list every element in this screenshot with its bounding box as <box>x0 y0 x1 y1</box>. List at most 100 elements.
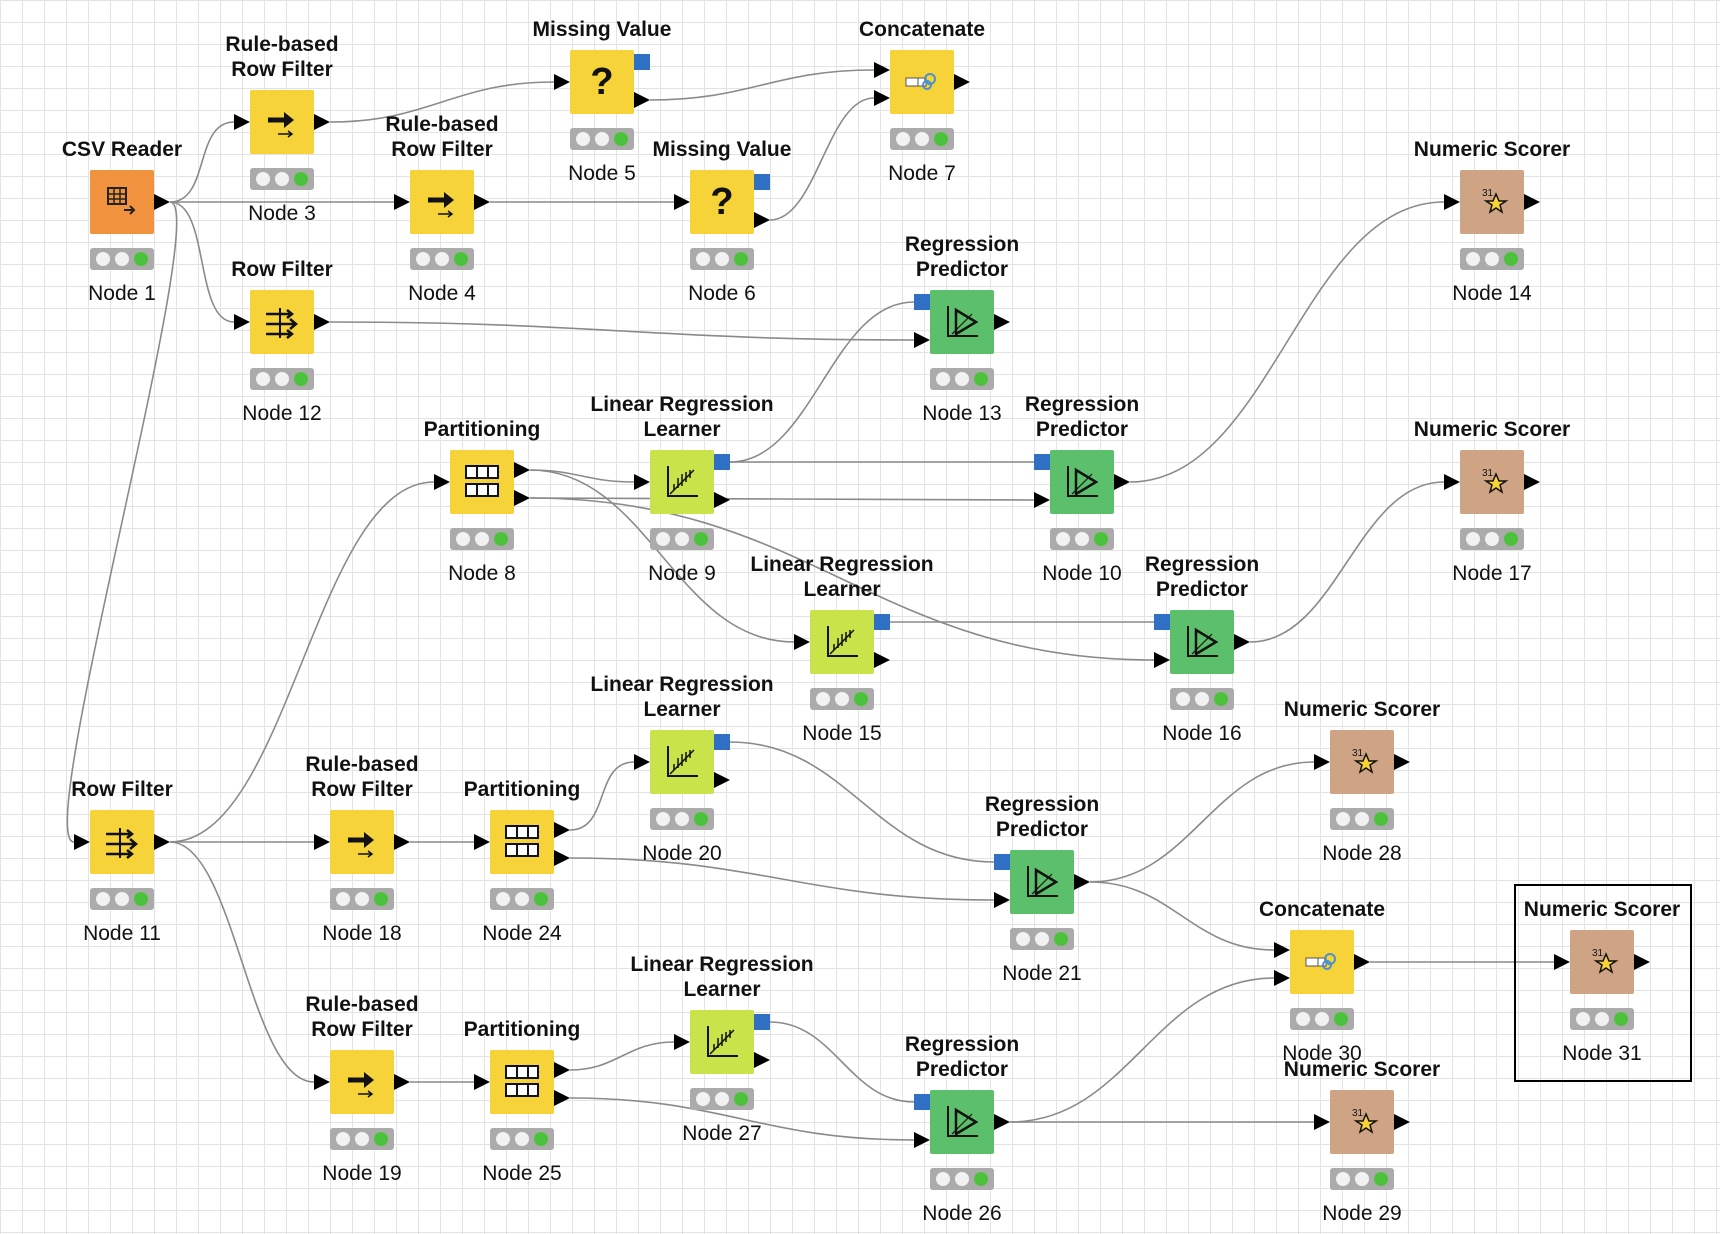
arrow-right-icon[interactable] <box>330 810 394 874</box>
scorer-star-icon[interactable]: 31 <box>1330 1090 1394 1154</box>
node-label[interactable]: Node 11 <box>83 922 161 945</box>
node-title[interactable]: Rule-based Row Filter <box>305 993 419 1041</box>
node-title[interactable]: Regression Predictor <box>1144 553 1260 601</box>
input-port[interactable] <box>1314 1114 1330 1130</box>
model-output-port[interactable] <box>714 454 730 470</box>
node-label[interactable]: Node 7 <box>888 162 956 185</box>
output-port[interactable] <box>554 822 570 838</box>
output-port[interactable] <box>314 314 330 330</box>
node-label[interactable]: Node 9 <box>648 562 716 585</box>
arrow-right-icon[interactable] <box>410 170 474 234</box>
node-label[interactable]: Node 30 <box>1282 1042 1362 1065</box>
node-label[interactable]: Node 14 <box>1452 282 1532 305</box>
output-port[interactable] <box>714 492 730 508</box>
output-port[interactable] <box>1524 474 1540 490</box>
input-port[interactable] <box>1154 652 1170 668</box>
question-mark-icon[interactable]: ? <box>570 50 634 114</box>
connection-n24-n20[interactable] <box>569 761 635 831</box>
output-port[interactable] <box>394 834 410 850</box>
learner-chart-icon[interactable] <box>690 1010 754 1074</box>
predictor-icon[interactable] <box>930 290 994 354</box>
node-title[interactable]: Numeric Scorer <box>1283 698 1441 721</box>
output-port[interactable] <box>714 772 730 788</box>
output-port[interactable] <box>514 462 530 478</box>
node-title[interactable]: Linear Regression Learner <box>630 953 814 1001</box>
input-port[interactable] <box>914 332 930 348</box>
connection-n8-n15[interactable] <box>529 469 795 643</box>
connection-n11-n19[interactable] <box>169 841 315 1083</box>
arrow-right-icon[interactable] <box>250 90 314 154</box>
node-label[interactable]: Node 17 <box>1452 562 1532 585</box>
output-port[interactable] <box>1074 874 1090 890</box>
connection-n21-n30[interactable] <box>1089 881 1275 951</box>
node-label[interactable]: Node 1 <box>88 282 156 305</box>
learner-chart-icon[interactable] <box>650 450 714 514</box>
node-label[interactable]: Node 4 <box>408 282 476 305</box>
input-port[interactable] <box>634 754 650 770</box>
output-port[interactable] <box>994 1114 1010 1130</box>
node-title[interactable]: Partitioning <box>463 1018 581 1041</box>
output-port[interactable] <box>314 114 330 130</box>
connection-n9-n13[interactable] <box>729 301 915 463</box>
node-label[interactable]: Node 20 <box>642 842 722 865</box>
connection-n25-n27[interactable] <box>569 1041 675 1071</box>
node-label[interactable]: Node 3 <box>248 202 316 225</box>
connection-n26-n30[interactable] <box>1009 977 1275 1123</box>
partition-icon[interactable] <box>490 1050 554 1114</box>
connection-n1-n12[interactable] <box>169 201 235 323</box>
row-filter-icon[interactable] <box>250 290 314 354</box>
scorer-star-icon[interactable]: 31 <box>1570 930 1634 994</box>
question-mark-icon[interactable]: ? <box>690 170 754 234</box>
connection-n1-n3[interactable] <box>169 121 235 203</box>
partition-icon[interactable] <box>450 450 514 514</box>
node-title[interactable]: Concatenate <box>1258 898 1386 921</box>
node-title[interactable]: Missing Value <box>532 18 672 41</box>
node-title[interactable]: Numeric Scorer <box>1413 138 1571 161</box>
scorer-star-icon[interactable]: 31 <box>1460 450 1524 514</box>
node-label[interactable]: Node 29 <box>1322 1202 1402 1225</box>
input-port[interactable] <box>874 62 890 78</box>
node-label[interactable]: Node 26 <box>922 1202 1002 1225</box>
input-port[interactable] <box>1554 954 1570 970</box>
input-port[interactable] <box>314 1074 330 1090</box>
output-port[interactable] <box>634 92 650 108</box>
predictor-icon[interactable] <box>1010 850 1074 914</box>
input-port[interactable] <box>794 634 810 650</box>
output-port[interactable] <box>154 194 170 210</box>
connection-n16-n17[interactable] <box>1249 481 1445 643</box>
output-port[interactable] <box>954 74 970 90</box>
connection-n8-n10[interactable] <box>529 497 1035 501</box>
node-label[interactable]: Node 5 <box>568 162 636 185</box>
connection-n11-n8[interactable] <box>169 481 435 843</box>
connection-n1-n11[interactable] <box>66 201 178 843</box>
predictor-icon[interactable] <box>1170 610 1234 674</box>
output-port[interactable] <box>474 194 490 210</box>
row-filter-icon[interactable] <box>90 810 154 874</box>
input-port[interactable] <box>1274 942 1290 958</box>
node-title[interactable]: Partitioning <box>423 418 541 441</box>
output-port[interactable] <box>1354 954 1370 970</box>
node-title[interactable]: Regression Predictor <box>904 1033 1020 1081</box>
output-port[interactable] <box>1114 474 1130 490</box>
node-label[interactable]: Node 15 <box>802 722 882 745</box>
scorer-star-icon[interactable]: 31 <box>1330 730 1394 794</box>
input-port[interactable] <box>1444 474 1460 490</box>
node-label[interactable]: Node 16 <box>1162 722 1242 745</box>
node-title[interactable]: Concatenate <box>858 18 986 41</box>
node-title[interactable]: Regression Predictor <box>904 233 1020 281</box>
connection-n27-n26[interactable] <box>769 1021 915 1103</box>
input-port[interactable] <box>1274 970 1290 986</box>
model-output-port[interactable] <box>754 1014 770 1030</box>
input-port[interactable] <box>674 1034 690 1050</box>
connection-n3-n5[interactable] <box>329 81 555 123</box>
input-port[interactable] <box>1034 492 1050 508</box>
model-input-port[interactable] <box>1154 614 1170 630</box>
node-label[interactable]: Node 18 <box>322 922 402 945</box>
node-title[interactable]: Numeric Scorer <box>1523 898 1681 921</box>
connection-n5-n7[interactable] <box>649 69 875 101</box>
connection-n6-n7[interactable] <box>769 97 875 221</box>
node-title[interactable]: Rule-based Row Filter <box>225 33 339 81</box>
input-port[interactable] <box>434 474 450 490</box>
node-label[interactable]: Node 21 <box>1002 962 1082 985</box>
